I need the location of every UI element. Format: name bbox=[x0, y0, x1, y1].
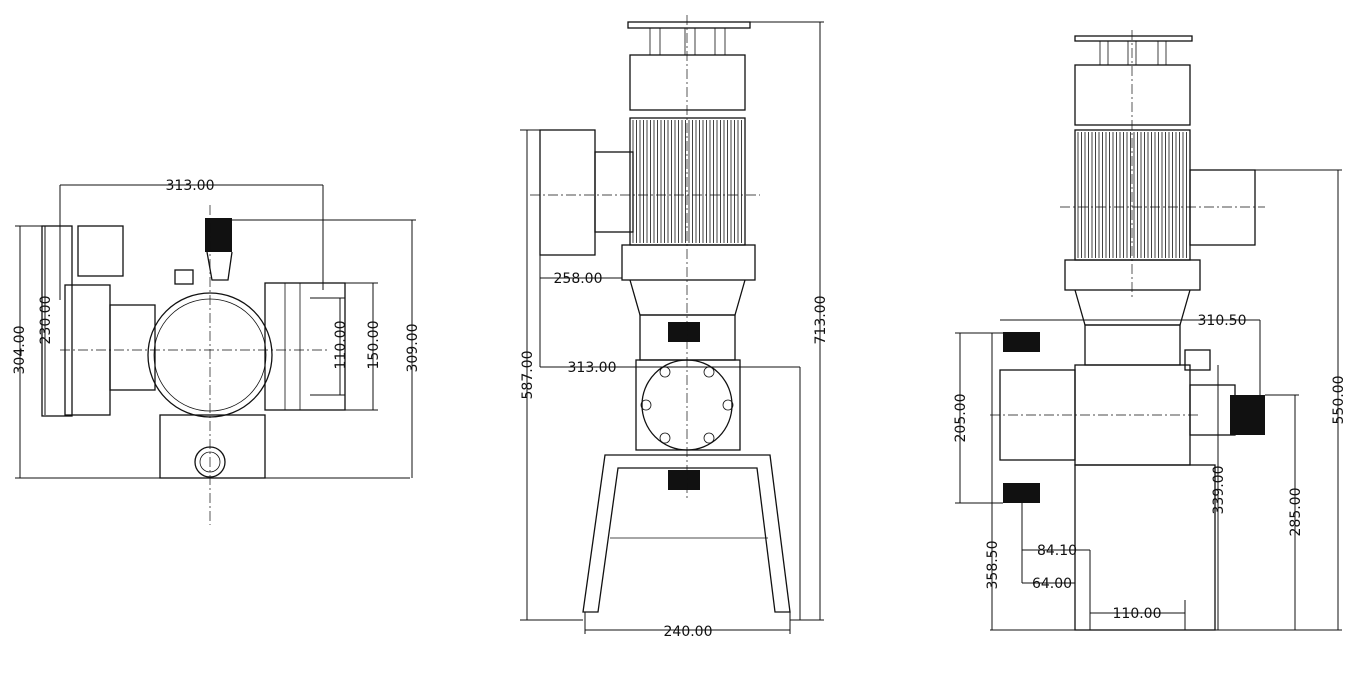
dim-overall-height: 358.50 bbox=[985, 541, 1001, 590]
motor-base bbox=[1064, 259, 1201, 291]
dim-flange-height: 230.00 bbox=[38, 296, 54, 345]
dim-base-width: 110.00 bbox=[1113, 606, 1162, 622]
bottom-box bbox=[159, 414, 266, 479]
bracket bbox=[77, 225, 124, 277]
top-view: 313.00 304.00 230.00 110.00 150.00 309.0… bbox=[12, 178, 421, 525]
dim-total-height: 550.00 bbox=[1331, 376, 1347, 425]
connector bbox=[109, 304, 156, 391]
knob-icon bbox=[1003, 332, 1040, 352]
dim-bolt-spacing: 110.00 bbox=[333, 321, 349, 370]
dim-width: 313.00 bbox=[568, 360, 617, 376]
side-view: 310.50 550.00 205.00 339.00 285.00 358.5… bbox=[953, 30, 1347, 631]
valve bbox=[1189, 384, 1236, 436]
dim-head-height: 205.00 bbox=[953, 394, 969, 443]
dim-outlet-height: 339.00 bbox=[1211, 466, 1227, 515]
dim-pump-height: 587.00 bbox=[520, 351, 536, 400]
dim-base-width: 240.00 bbox=[664, 624, 713, 640]
front-view: 258.00 713.00 587.00 313.00 240.00 bbox=[520, 15, 829, 640]
motor-base bbox=[621, 244, 756, 281]
knob-icon bbox=[668, 470, 700, 490]
stand bbox=[582, 454, 791, 613]
pump-body bbox=[635, 359, 741, 451]
dim-inlet-height: 285.00 bbox=[1288, 488, 1304, 537]
dim-body-height: 150.00 bbox=[366, 321, 382, 370]
dim-gearbox-offset: 258.00 bbox=[554, 271, 603, 287]
knob-icon bbox=[205, 218, 232, 252]
dim-total-height: 713.00 bbox=[813, 296, 829, 345]
dim-width: 313.00 bbox=[166, 178, 215, 194]
right-body bbox=[264, 282, 346, 411]
dim-overall-height: 304.00 bbox=[12, 326, 28, 375]
knob-icon bbox=[1003, 483, 1040, 503]
motor-head bbox=[629, 54, 746, 111]
motor-head bbox=[1074, 64, 1191, 126]
knob-icon bbox=[668, 322, 700, 342]
dim-offset-b: 64.00 bbox=[1032, 576, 1072, 592]
dim-total-height: 309.00 bbox=[405, 324, 421, 373]
knob-icon bbox=[1230, 395, 1265, 435]
gearbox bbox=[539, 129, 596, 256]
dim-width: 310.50 bbox=[1198, 313, 1247, 329]
gearbox bbox=[1189, 169, 1256, 246]
dim-offset-a: 84.10 bbox=[1037, 543, 1077, 559]
